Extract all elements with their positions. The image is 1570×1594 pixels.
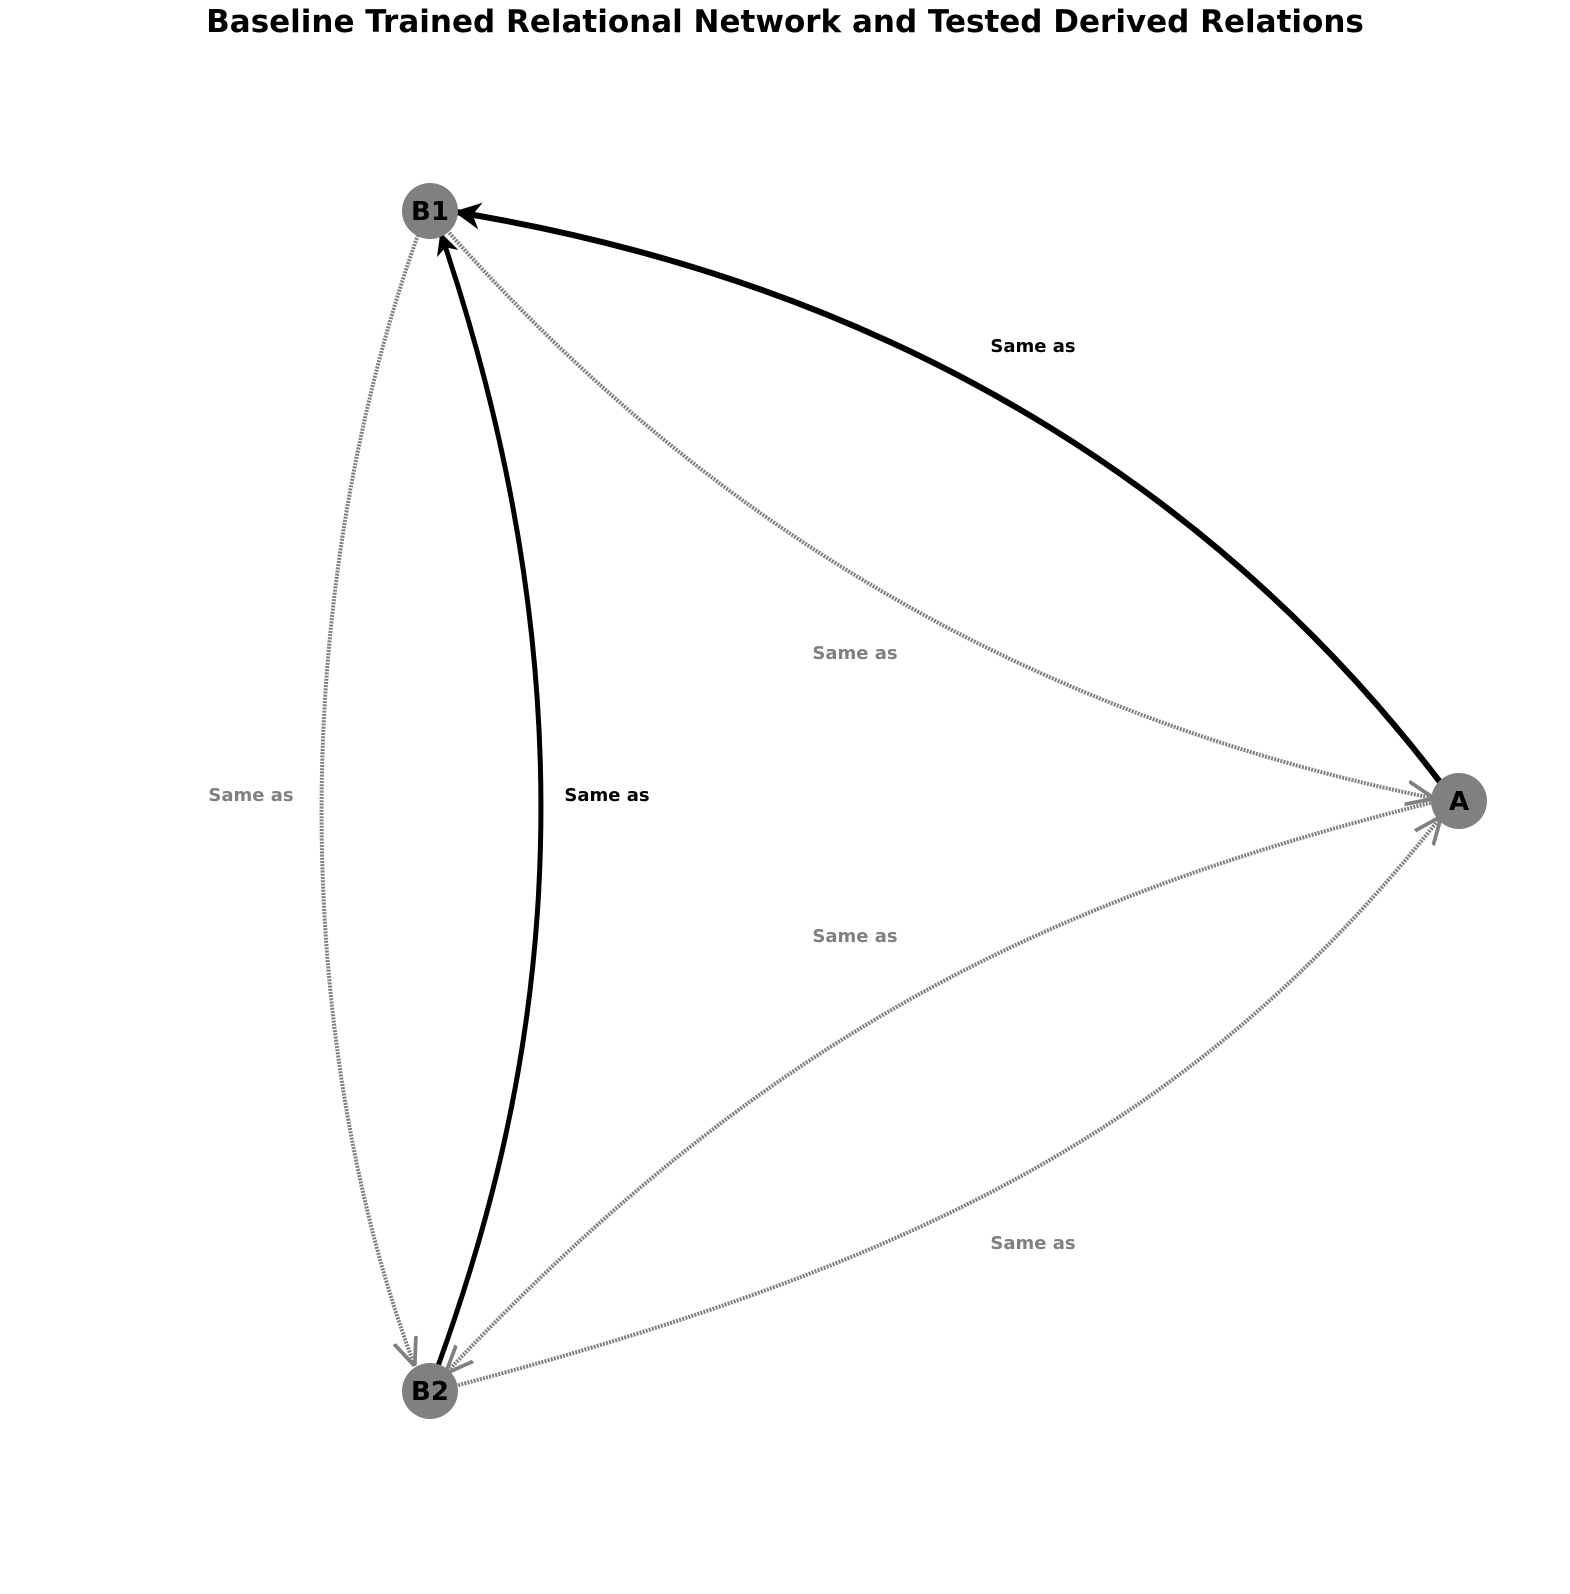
- edge-a-to-b1-trained: [453, 202, 1443, 784]
- node-b2-label: B2: [411, 1377, 449, 1407]
- edge-label-a-b2: Same as: [812, 926, 897, 947]
- node-a-label: A: [1449, 787, 1469, 817]
- node-a: A: [1431, 773, 1487, 829]
- edges-layer: [319, 202, 1443, 1388]
- edge-label-b2-b1: Same as: [564, 785, 649, 806]
- edge-b2-to-b1-trained: [435, 232, 544, 1367]
- nodes-layer: B1 A B2: [402, 183, 1487, 1419]
- edge-label-b1-b2: Same as: [208, 785, 293, 806]
- edge-b1-to-b2-derived: [319, 231, 421, 1364]
- node-b1-label: B1: [411, 197, 449, 227]
- edge-labels-layer: Same as Same as Same as Same as Same as …: [208, 336, 1075, 1254]
- edge-b1-to-a-derived: [443, 226, 1432, 798]
- diagram-title: Baseline Trained Relational Network and …: [206, 4, 1364, 40]
- edge-label-b1-a: Same as: [812, 643, 897, 664]
- edge-a-to-b2-derived: [447, 800, 1435, 1372]
- edge-b2-to-a-derived: [454, 818, 1440, 1388]
- node-b1: B1: [402, 183, 458, 239]
- edge-label-a-b1: Same as: [990, 336, 1075, 357]
- node-b2: B2: [402, 1363, 458, 1419]
- edge-label-b2-a: Same as: [990, 1233, 1075, 1254]
